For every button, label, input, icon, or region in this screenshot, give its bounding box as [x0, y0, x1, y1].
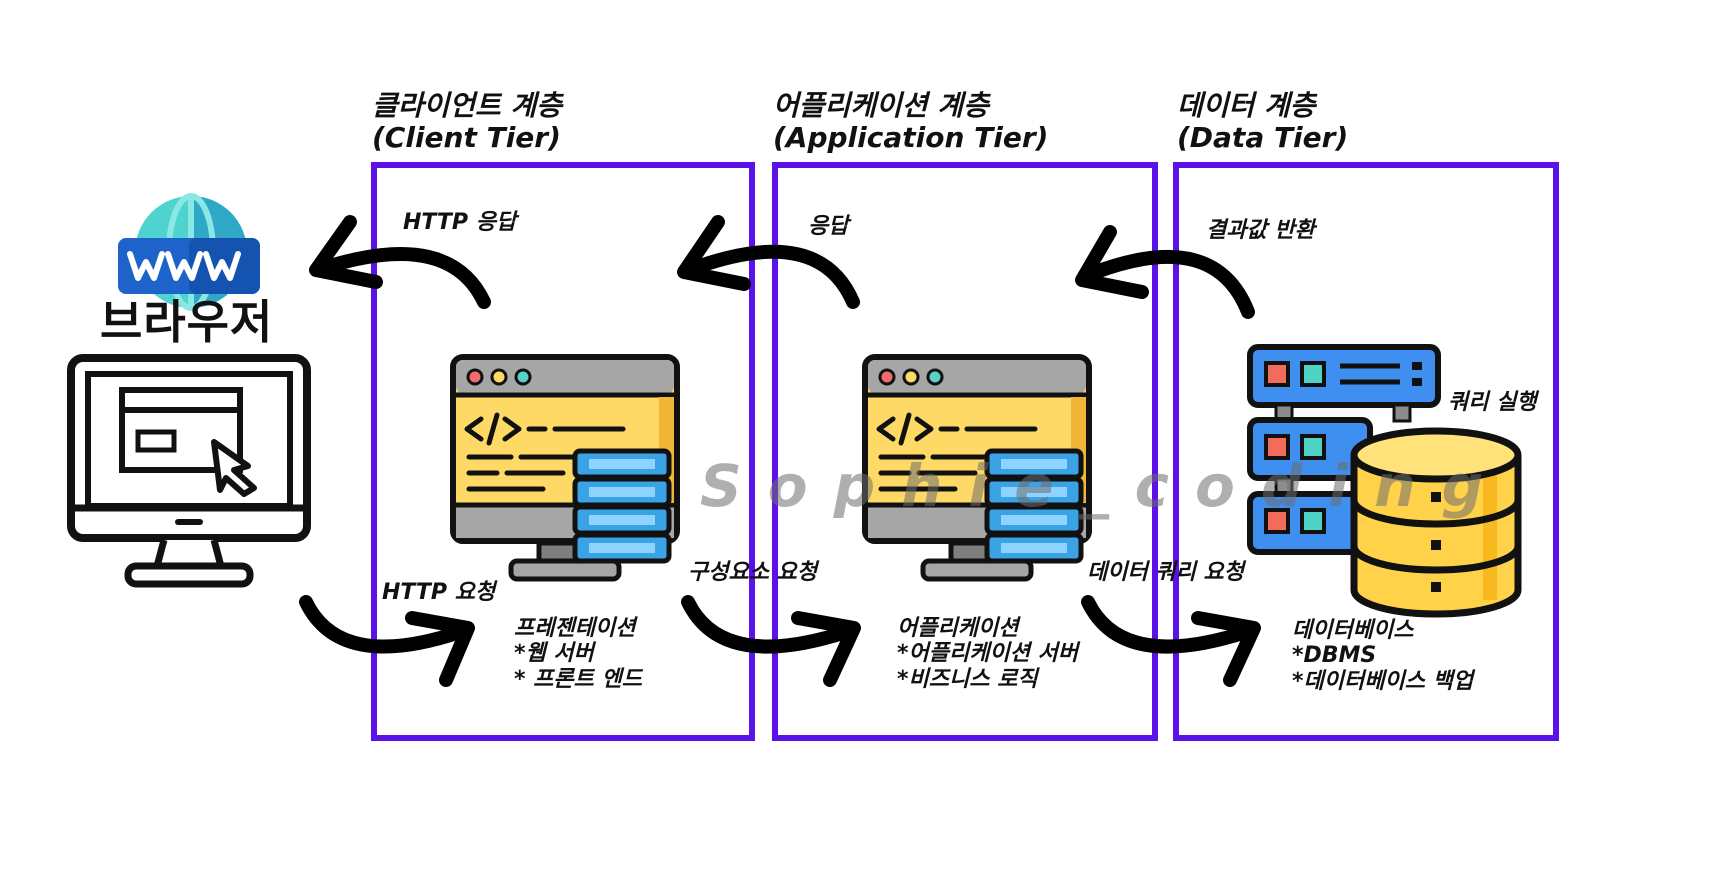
data-tier-title-en: (Data Tier)	[1177, 121, 1349, 155]
watermark-text: Sophie_coding	[700, 452, 1510, 520]
presentation-item: *웹 서버	[514, 641, 594, 667]
presentation-description: 프레젠테이션 *웹 서버 * 프론트 엔드	[514, 616, 642, 692]
application-tier-title: 어플리케이션 계층 (Application Tier)	[773, 89, 1049, 155]
globe-www-icon	[118, 193, 260, 311]
application-tier-box	[772, 162, 1158, 741]
component-request-arrow	[681, 595, 861, 687]
application-title: 어플리케이션	[897, 616, 1019, 641]
http-request-label: HTTP 요청	[382, 580, 496, 605]
application-item: *비즈니스 로직	[897, 666, 1038, 692]
web-server-monitor-icon	[453, 357, 677, 579]
return-result-arrow	[1075, 225, 1255, 319]
application-description: 어플리케이션 *어플리케이션 서버 *비즈니스 로직	[897, 616, 1078, 692]
return-result-label: 결과값 반환	[1206, 218, 1315, 243]
data-tier-box	[1173, 162, 1559, 741]
component-request-label: 구성요소 요청	[688, 560, 818, 585]
application-item: *어플리케이션 서버	[897, 641, 1079, 667]
http-request-arrow	[299, 595, 475, 687]
response-arrow	[677, 215, 860, 309]
database-item: *데이터베이스 백업	[1292, 668, 1474, 694]
presentation-title: 프레젠테이션	[514, 616, 636, 641]
database-item: *DBMS	[1292, 643, 1377, 669]
client-tier-box	[371, 162, 755, 741]
application-tier-title-en: (Application Tier)	[773, 121, 1049, 155]
client-tier-title: 클라이언트 계층 (Client Tier)	[372, 89, 563, 155]
application-tier-title-ko: 어플리케이션 계층	[773, 89, 989, 122]
http-response-arrow	[309, 215, 491, 309]
run-query-label: 쿼리 실행	[1448, 390, 1537, 415]
response-label: 응답	[808, 214, 849, 239]
data-query-request-arrow	[1081, 595, 1261, 687]
database-title: 데이터베이스	[1292, 618, 1414, 643]
presentation-item: * 프론트 엔드	[514, 666, 643, 692]
database-description: 데이터베이스 *DBMS *데이터베이스 백업	[1292, 618, 1473, 694]
client-tier-title-en: (Client Tier)	[372, 121, 561, 155]
browser-label: 브라우저	[100, 295, 274, 349]
browser-monitor-icon	[67, 354, 311, 588]
data-query-request-label: 데이터 쿼리 요청	[1087, 560, 1244, 585]
database-server-icon	[1247, 344, 1522, 618]
client-tier-title-ko: 클라이언트 계층	[372, 89, 563, 122]
data-tier-title: 데이터 계층 (Data Tier)	[1177, 89, 1349, 155]
http-response-label: HTTP 응답	[403, 210, 517, 235]
data-tier-title-ko: 데이터 계층	[1177, 89, 1316, 122]
